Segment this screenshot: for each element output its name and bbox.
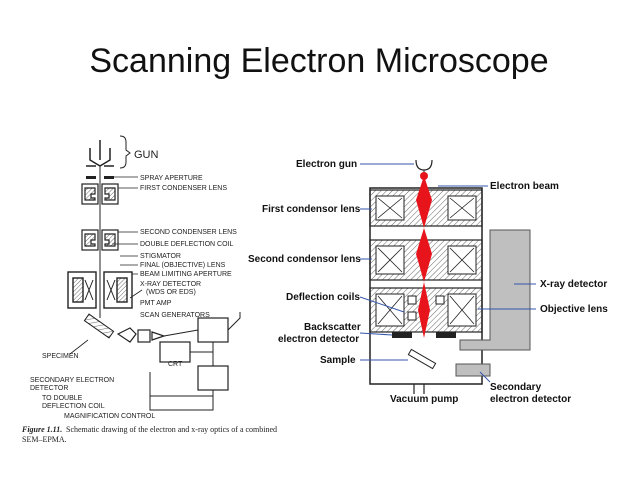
wds-eds-label: (WDS OR EDS) xyxy=(146,289,196,296)
to-double-label: TO DOUBLE xyxy=(42,395,83,402)
electron-gun-symbol xyxy=(415,159,433,171)
magnification-box xyxy=(197,365,229,391)
electron-gun-label: Electron gun xyxy=(296,159,357,170)
gun-symbol xyxy=(86,135,131,169)
scan-generator-box xyxy=(197,317,229,343)
final-lens-label: FINAL (OBJECTIVE) LENS xyxy=(140,262,226,269)
electron-beam-label: Electron beam xyxy=(490,181,559,192)
second-condensor-label: Second condensor lens xyxy=(248,254,361,265)
figure-caption-number: Figure 1.11. xyxy=(21,425,62,434)
backscatter-label-1: Backscatter xyxy=(304,322,361,333)
backscatter-detector-symbol xyxy=(392,332,412,338)
secondary-label-1: Secondary xyxy=(490,382,542,393)
vacuum-pump-label: Vacuum pump xyxy=(390,394,458,405)
beam-limiting-label: BEAM LIMITING APERTURE xyxy=(140,271,232,278)
sample-symbol xyxy=(407,348,437,370)
first-condenser-lens xyxy=(81,183,119,205)
first-condenser-label: FIRST CONDENSER LENS xyxy=(140,185,227,192)
double-deflection-label: DOUBLE DEFLECTION COIL xyxy=(140,241,233,248)
stigmator-label: STIGMATOR xyxy=(140,253,181,260)
secondary-electron-label: SECONDARY ELECTRON xyxy=(30,377,114,384)
second-condenser-lens xyxy=(81,229,119,251)
pmt-amp-label: PMT AMP xyxy=(140,300,172,307)
xray-detector-label: X-RAY DETECTOR xyxy=(140,281,201,288)
sem-epma-schematic: GUN SPRAY APERTURE FIRST CONDENSER LENS … xyxy=(21,135,277,444)
first-condensor-label: First condensor lens xyxy=(262,204,361,215)
crt-label: CRT xyxy=(168,361,183,368)
secondary-label-2: electron detector xyxy=(490,394,571,405)
gun-label: GUN xyxy=(134,149,159,161)
electron-beam-shape xyxy=(416,172,432,338)
xray-detector-block xyxy=(459,229,531,351)
magnification-control-label: MAGNIFICATION CONTROL xyxy=(64,413,155,420)
objective-lens xyxy=(67,271,133,309)
xray-detector-label-right: X-ray detector xyxy=(540,279,607,290)
spray-aperture xyxy=(86,176,114,179)
sample-label: Sample xyxy=(320,355,356,366)
deflection-coils-label: Deflection coils xyxy=(286,292,360,303)
figure-caption-text-2: SEM–EPMA. xyxy=(22,435,67,444)
specimen-label: SPECIMEN xyxy=(42,353,79,360)
secondary-detector-symbol xyxy=(116,327,166,343)
specimen-symbol xyxy=(83,313,115,339)
spray-aperture-label: SPRAY APERTURE xyxy=(140,175,203,182)
backscatter-label-2: electron detector xyxy=(278,334,359,345)
scan-generators-label: SCAN GENERATORS xyxy=(140,312,210,319)
leader-lines xyxy=(359,163,536,383)
objective-lens-label: Objective lens xyxy=(540,304,608,315)
page-title: Scanning Electron Microscope xyxy=(89,42,549,80)
detector-label: DETECTOR xyxy=(30,385,68,392)
deflection-coil-label: DEFLECTION COIL xyxy=(42,403,105,410)
sem-column-diagram: Electron gun Electron beam First condens… xyxy=(248,159,608,405)
crt-box xyxy=(159,341,191,363)
secondary-detector-block xyxy=(455,363,491,377)
second-condenser-label: SECOND CONDENSER LENS xyxy=(140,229,237,236)
figure-caption-text: Schematic drawing of the electron and x-… xyxy=(66,425,277,434)
